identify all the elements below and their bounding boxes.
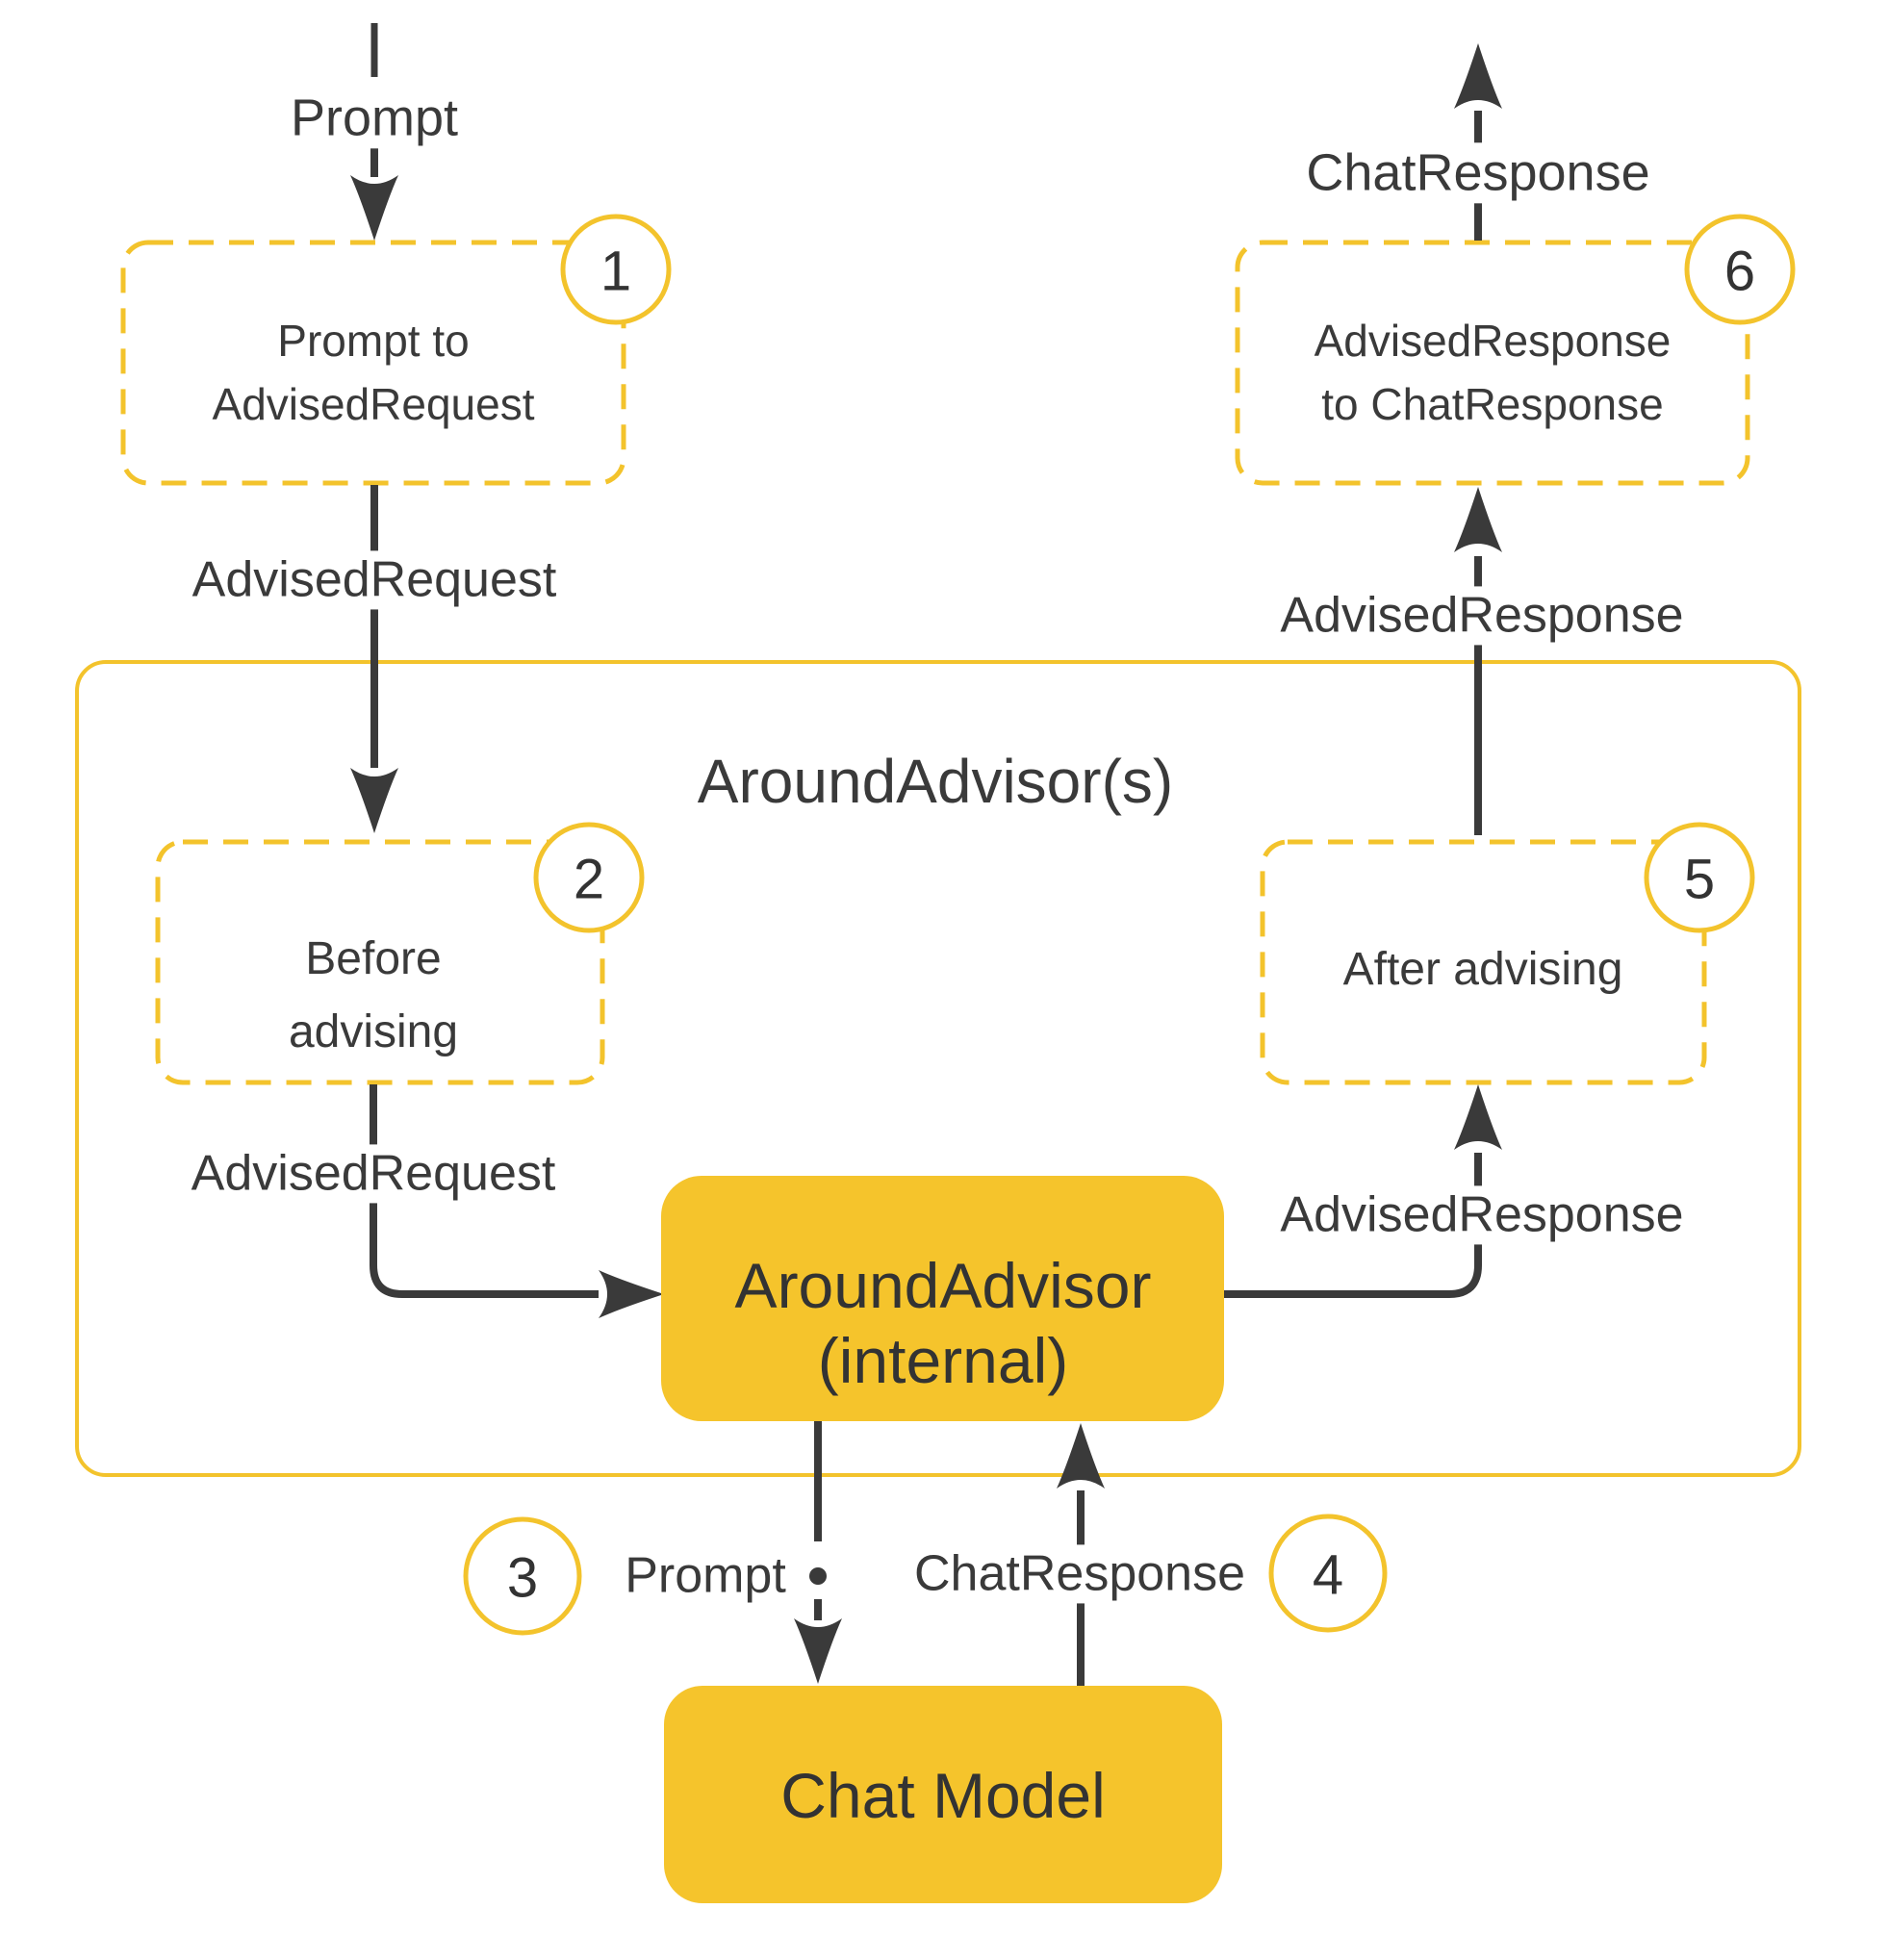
line-internal-to-step5: [1224, 1153, 1482, 1298]
badge-circle-6: [1684, 214, 1796, 325]
step2-line1: Before: [305, 933, 442, 984]
arrowhead-into-chatmodel: [794, 1618, 842, 1684]
step5-box-text: After advising: [1342, 944, 1623, 995]
around-advisors-title: AroundAdvisor(s): [697, 747, 1174, 816]
step1-line1: Prompt to: [277, 316, 470, 366]
around-advisors-container-border: [75, 660, 1801, 1477]
step6-box-text: AdvisedResponse to ChatResponse: [1315, 309, 1672, 436]
badge-circle-1: [560, 214, 672, 325]
step1-box-border: [120, 240, 626, 486]
arrowhead-into-internal-bottom: [1057, 1423, 1105, 1489]
chat-response-top-label: ChatResponse: [1296, 142, 1660, 204]
badge-2: 2: [573, 848, 605, 911]
advised-request-upper-label: AdvisedRequest: [182, 550, 567, 610]
badge-circles: [463, 214, 1796, 1636]
arrowhead-into-step5: [1454, 1084, 1502, 1150]
chat-model-box-text: Chat Model: [780, 1760, 1106, 1831]
arrowheads: [350, 43, 1502, 1684]
step6-line2: to ChatResponse: [1321, 379, 1664, 429]
arrowhead-exit-top: [1454, 43, 1502, 109]
badge-4: 4: [1312, 1543, 1344, 1607]
flow-lines: [370, 23, 1482, 1686]
badge-circle-2: [533, 822, 645, 933]
advised-response-upper-label: AdvisedResponse: [1270, 586, 1694, 646]
badge-circle-4: [1268, 1514, 1388, 1633]
chat-response-bottom-label: ChatResponse: [905, 1544, 1255, 1604]
chat-model-box-shape: [664, 1686, 1222, 1903]
step2-box-text: Before advising: [289, 923, 458, 1069]
around-internal-line1: AroundAdvisor: [734, 1250, 1152, 1321]
arrowhead-into-step6: [1454, 487, 1502, 552]
prompt-bottom-label: Prompt: [615, 1546, 796, 1606]
badge-circle-5: [1644, 822, 1755, 933]
badge-5: 5: [1683, 848, 1716, 911]
badge-1: 1: [600, 240, 632, 303]
step2-box-border: [155, 839, 605, 1085]
step1-box-text: Prompt to AdvisedRequest: [213, 309, 535, 436]
step2-line2: advising: [288, 1006, 459, 1057]
step1-line2: AdvisedRequest: [212, 379, 535, 429]
line-step2-to-internal: [370, 1084, 599, 1298]
advised-request-inner-label: AdvisedRequest: [181, 1144, 566, 1204]
badge-6: 6: [1723, 240, 1756, 303]
advised-response-inner-label: AdvisedResponse: [1270, 1185, 1694, 1245]
arrowhead-into-step1: [350, 175, 398, 241]
around-internal-box-shape: [661, 1176, 1224, 1421]
step6-line1: AdvisedResponse: [1314, 316, 1672, 366]
prompt-top-label: Prompt: [280, 88, 469, 149]
arrowhead-into-step2: [350, 768, 398, 833]
badge-circle-3: [463, 1516, 582, 1636]
step5-box-border: [1260, 839, 1707, 1085]
around-internal-box-text: AroundAdvisor (internal): [735, 1248, 1152, 1398]
arrowhead-into-internal: [599, 1270, 664, 1318]
badge-3: 3: [506, 1546, 539, 1610]
step6-box-border: [1235, 240, 1750, 486]
around-internal-line2: (internal): [817, 1325, 1069, 1396]
prompt-line-dot: [809, 1567, 827, 1585]
